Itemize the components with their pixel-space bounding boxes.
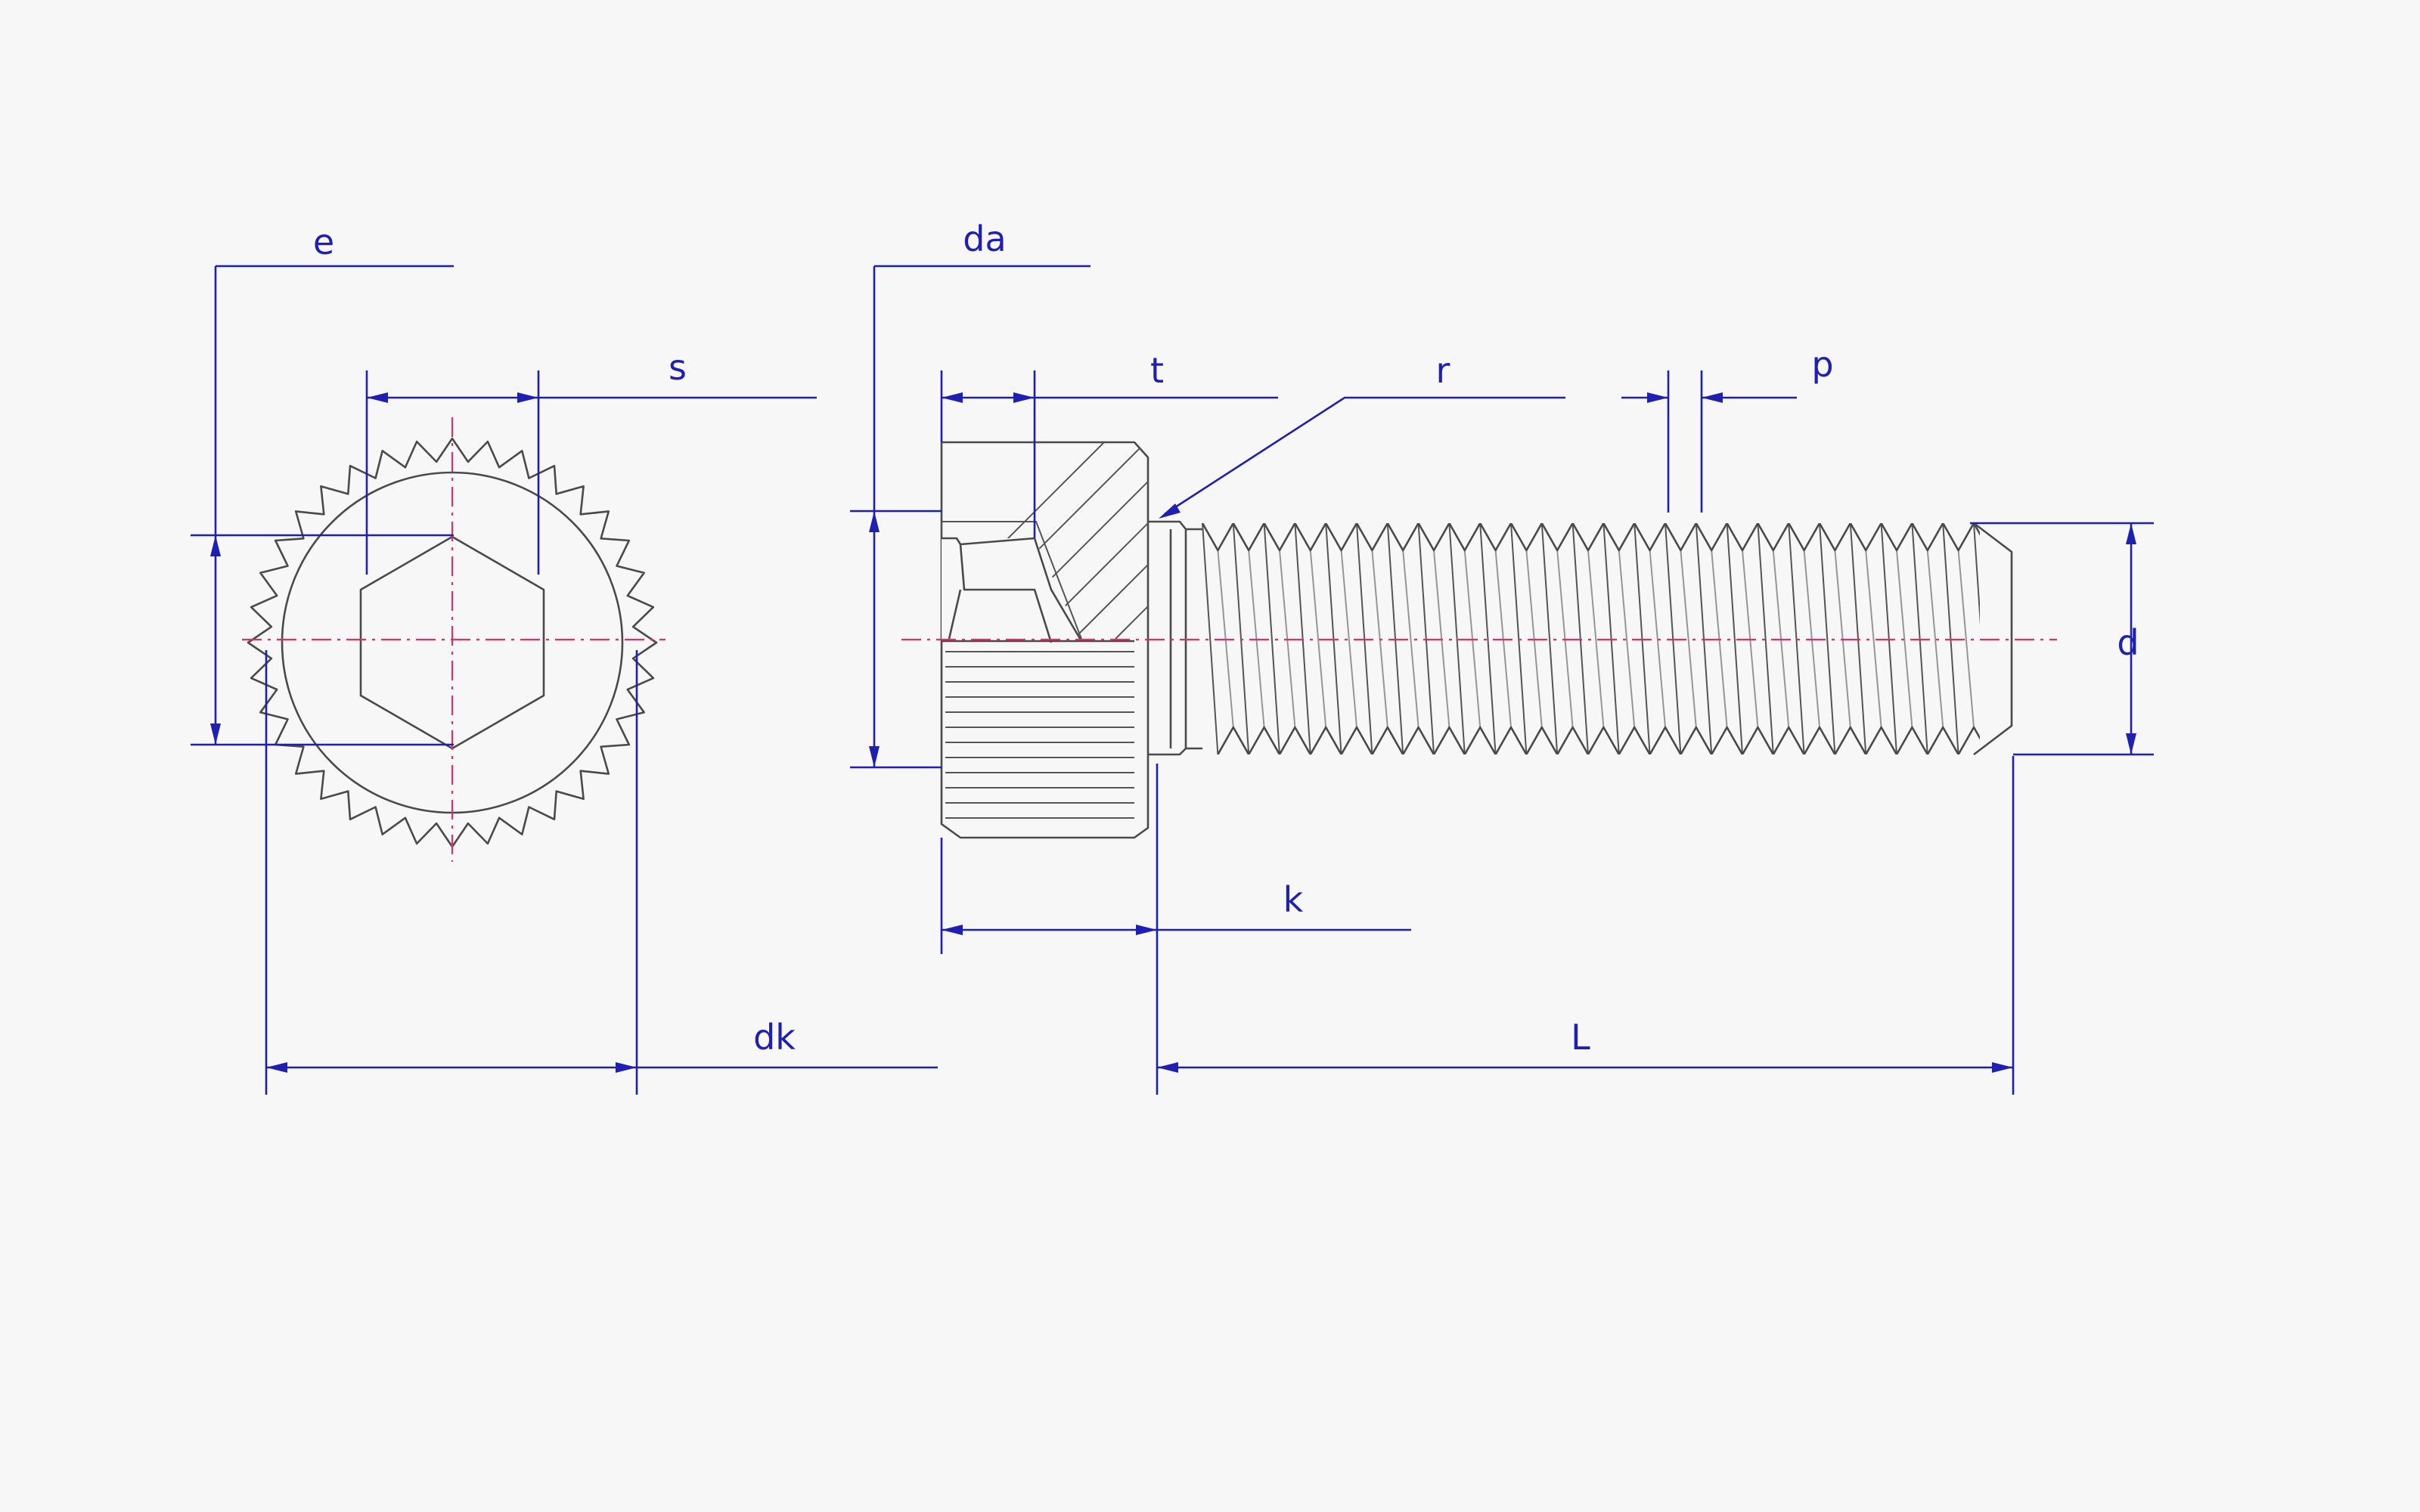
dim-k: k [940,764,1411,1095]
head-knurl-lines [942,640,1134,819]
label-t: t [1150,350,1164,391]
label-k: k [1283,879,1304,920]
label-s: s [669,347,687,388]
front-view [242,417,666,862]
label-da: da [963,218,1006,259]
shank-outline [1186,522,2013,756]
socket-recess [942,537,1083,643]
dim-da: da [850,218,1091,769]
head-outline [940,441,1150,839]
dimensions: e s dk da t r [191,218,2154,1095]
head-section-hatch [942,442,1148,641]
neck [1148,520,1187,756]
dim-e: e [191,222,454,746]
label-dk: dk [753,1017,796,1058]
label-d: d [2117,622,2139,663]
dim-d: d [1970,522,2154,756]
label-L: L [1571,1017,1590,1058]
label-p: p [1811,344,1833,385]
dim-dk: dk [265,650,938,1095]
dim-r: r [1159,350,1565,519]
dim-L: L [1157,756,2015,1095]
label-r: r [1436,350,1450,391]
label-e: e [313,222,334,262]
side-view [901,441,2057,839]
dim-s: s [365,347,817,575]
dim-p: p [1621,344,1834,513]
dim-t: t [940,350,1278,538]
